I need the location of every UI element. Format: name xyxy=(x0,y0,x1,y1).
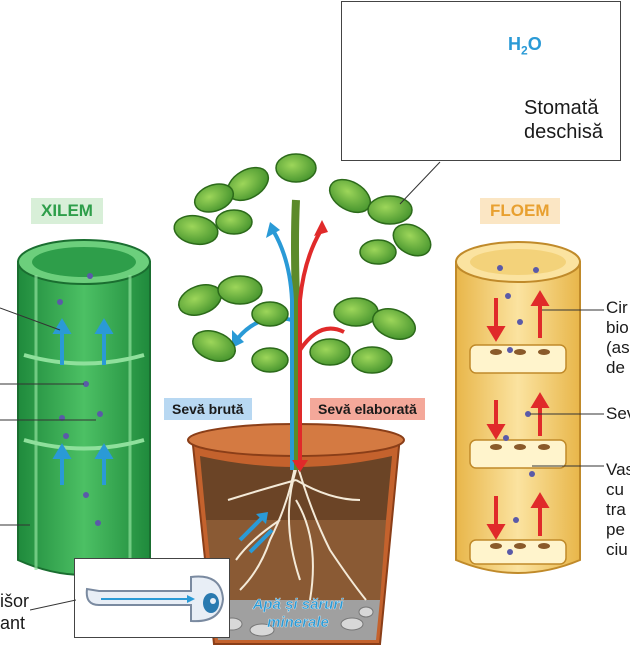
floem-vessel xyxy=(455,241,581,574)
floem-arrows xyxy=(486,290,550,540)
floem-label-1-line: de xyxy=(606,358,625,377)
floem-label-2: Sev xyxy=(606,404,630,424)
callout-pointer xyxy=(399,161,441,205)
root-hair-label: išor ant xyxy=(0,590,29,634)
root-hair-pointer xyxy=(30,599,76,611)
flower-pot xyxy=(187,423,405,645)
floem-label-2-line: Sev xyxy=(606,404,630,423)
stomata-label-line2: deschisă xyxy=(524,121,603,143)
stomata-label-line1: Stomată xyxy=(524,97,599,119)
floem-pointers xyxy=(530,309,604,467)
xilem-vessel xyxy=(17,239,151,576)
elaborated-sap-path xyxy=(292,220,345,472)
floem-label-3-line: pe xyxy=(606,520,625,539)
raw-sap-label: Sevă brută xyxy=(164,398,252,420)
elaborated-sap-label: Sevă elaborată xyxy=(310,398,425,420)
floem-label-3: Vas cu tra pe ciu xyxy=(606,460,630,560)
formula-o: O xyxy=(527,34,542,54)
plant-roots xyxy=(227,459,367,601)
root-hair-illustration xyxy=(85,575,225,623)
floem-label-3-line: tra xyxy=(606,500,626,519)
floem-label-3-line: cu xyxy=(606,480,624,499)
root-hair-label-line2: ant xyxy=(0,613,26,633)
formula-h: H xyxy=(508,34,521,54)
floem-label-1-line: Cir xyxy=(606,298,628,317)
floem-label-3-line: ciu xyxy=(606,540,628,559)
formula-sub: 2 xyxy=(521,43,528,58)
xilem-up-arrows xyxy=(52,318,114,485)
plant-stem xyxy=(291,199,300,470)
stomata-label: Stomată deschisă xyxy=(524,96,603,144)
stomata-callout-box xyxy=(341,1,621,161)
soil-label-line2: minerale xyxy=(267,614,329,631)
root-hair-inset xyxy=(74,558,230,638)
floem-label-1-line: bio xyxy=(606,318,629,337)
floem-label-1: Cir bio (as de xyxy=(606,298,630,378)
soil-label-line1: Apă și săruri xyxy=(252,596,344,613)
root-hair-label-line1: išor xyxy=(0,591,30,611)
xilem-title: XILEM xyxy=(31,198,103,224)
floem-label-1-line: (as xyxy=(606,338,630,357)
floem-label-3-line: Vas xyxy=(606,460,630,479)
water-formula: H2O xyxy=(508,34,542,58)
floem-title: FLOEM xyxy=(480,198,560,224)
plant-leaves xyxy=(173,153,432,374)
xilem-pointers xyxy=(0,307,96,526)
soil-label: Apă și săruri minerale xyxy=(232,596,364,632)
